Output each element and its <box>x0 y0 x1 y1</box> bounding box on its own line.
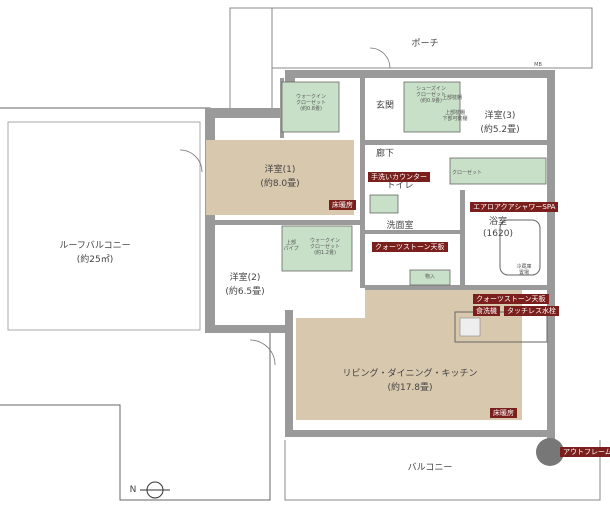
roof-balcony-size: (約25㎡) <box>76 255 114 265</box>
storage-label: 物入 <box>424 274 435 280</box>
toilet-label: トイレ <box>386 181 414 191</box>
fridge-label: 冷蔵庫 置場 <box>516 264 532 276</box>
pipe-label: 上部枕棚 下部可動棚 <box>442 110 468 122</box>
wic2-label: ウォークイン クローゼット (約1.2畳) <box>309 238 340 256</box>
pipe2-label: 上部 パイプ <box>283 240 299 252</box>
quartz-top-tag: クォーツストーン天板 <box>372 242 448 252</box>
aqua-spa-tag: エアロアクアシャワーSPA <box>470 202 559 212</box>
wic1-label: ウォークイン クローゼット (約0.8畳) <box>295 94 326 112</box>
dishwasher-tag: 食洗機 <box>473 306 500 316</box>
roof-balcony-name: ルーフバルコニー <box>59 241 131 251</box>
ldk-name: リビング・ダイニング・キッチン <box>342 369 478 379</box>
western1-size: (約8.0畳) <box>260 179 300 189</box>
western2-name: 洋室(2) <box>229 273 261 283</box>
quartz-top-kitchen-tag: クォーツストーン天板 <box>473 294 549 304</box>
ldk-size: (約17.8畳) <box>387 383 433 393</box>
mb-label: MB <box>534 62 542 68</box>
bath-name: 浴室 <box>488 217 507 227</box>
entrance-label: 玄関 <box>375 101 394 111</box>
western1-name: 洋室(1) <box>264 165 296 175</box>
closet-label: クローゼット <box>452 170 483 176</box>
compass-label: N <box>129 485 137 495</box>
shoes-closet-label: シューズイン クローゼット (約0.9畳) <box>415 86 446 104</box>
floor-heat-ldk-tag: 床暖房 <box>490 408 517 418</box>
out-frame-tag: アウトフレーム <box>560 447 610 457</box>
porch-label: ポーチ <box>411 39 439 49</box>
floor-heat-tag: 床暖房 <box>329 200 356 210</box>
washroom-label: 洗面室 <box>386 221 414 231</box>
bath-size: (1620) <box>483 229 513 239</box>
corridor-label: 廊下 <box>375 149 394 159</box>
touchless-tag: タッチレス水栓 <box>504 306 559 316</box>
western3-size: (約5.2畳) <box>480 125 520 135</box>
western3-name: 洋室(3) <box>484 111 516 121</box>
western2-size: (約6.5畳) <box>225 287 265 297</box>
hand-wash-tag: 手洗いカウンター <box>368 172 430 182</box>
shelf-label: 上部枕棚 <box>441 95 462 101</box>
balcony-label: バルコニー <box>407 463 453 473</box>
